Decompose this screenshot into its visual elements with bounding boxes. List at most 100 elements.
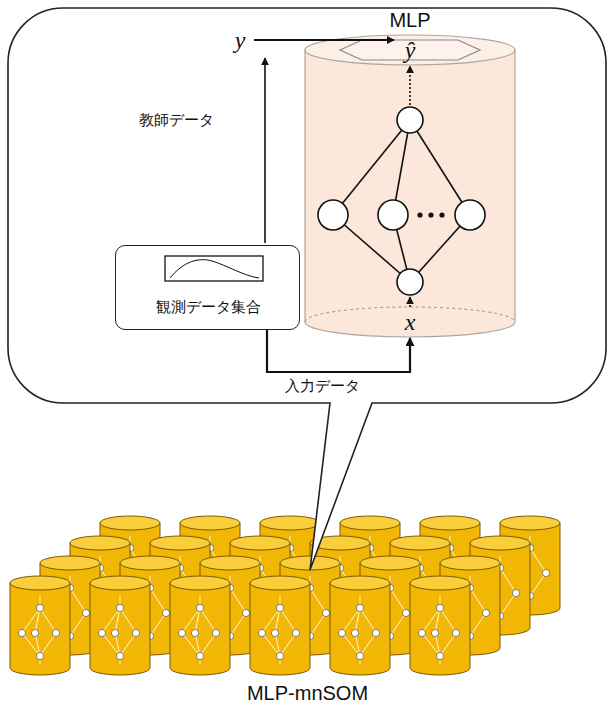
svg-ellipse: [330, 576, 390, 590]
svg-circle: [338, 629, 345, 636]
svg-path: [250, 583, 310, 675]
output-variable: ŷ: [405, 36, 416, 65]
svg-line: [262, 633, 280, 656]
svg-line: [530, 548, 546, 573]
mlp-grid: [10, 516, 560, 675]
svg-ellipse: [500, 516, 560, 530]
speech-bubble: [8, 8, 606, 570]
svg-circle: [455, 200, 485, 230]
svg-ellipse: [70, 536, 130, 550]
svg-line: [262, 608, 280, 633]
svg-line: [200, 660, 201, 665]
svg-ellipse: [40, 556, 100, 570]
svg-line: [310, 588, 326, 613]
svg-circle: [276, 652, 283, 659]
svg-line: [40, 633, 56, 656]
svg-ellipse: [340, 516, 400, 530]
svg-circle: [36, 604, 43, 611]
mlp-cylinder: [305, 35, 515, 337]
mini-mlp: [90, 576, 150, 675]
svg-circle: [271, 629, 278, 636]
svg-line: [254, 39, 394, 41]
svg-line: [230, 613, 246, 636]
svg-line: [422, 633, 440, 656]
input-variable: x: [405, 308, 416, 337]
svg-line: [120, 633, 136, 656]
svg-circle: [196, 652, 203, 659]
svg-ellipse: [410, 576, 470, 590]
svg-line: [422, 608, 440, 633]
svg-path: [170, 260, 259, 278]
svg-circle: [436, 652, 443, 659]
data-plot: [165, 256, 263, 281]
svg-circle: [322, 609, 329, 616]
svg-line: [182, 608, 200, 633]
svg-ellipse: [200, 556, 260, 570]
svg-ellipse: [360, 556, 420, 570]
model-title: MLP: [389, 8, 430, 32]
svg-line: [200, 596, 201, 604]
svg-line: [409, 66, 411, 105]
svg-line: [280, 633, 296, 656]
svg-ellipse: [440, 556, 500, 570]
svg-line: [440, 633, 456, 656]
svg-circle: [356, 604, 363, 611]
svg-circle: [439, 212, 444, 217]
svg-ellipse: [170, 576, 230, 590]
figure-title: MLP-mnSOM: [247, 681, 368, 705]
svg-circle: [512, 589, 519, 596]
svg-line: [500, 593, 516, 616]
svg-ellipse: [120, 556, 180, 570]
mlp-mnsom-grid: MLP-mnSOM: [0, 470, 615, 711]
svg-ellipse: [420, 516, 480, 530]
svg-line: [280, 596, 281, 604]
svg-ellipse: [390, 536, 450, 550]
svg-ellipse: [100, 516, 160, 530]
svg-line: [342, 608, 360, 633]
svg-line: [310, 613, 326, 636]
svg-path: [170, 583, 230, 675]
svg-circle: [98, 629, 105, 636]
svg-ellipse: [250, 576, 310, 590]
input-connector: [267, 330, 410, 372]
teacher-variable: y: [235, 26, 246, 55]
svg-circle: [397, 107, 423, 133]
mini-mlp: [410, 576, 470, 675]
svg-circle: [397, 269, 423, 295]
svg-line: [342, 633, 360, 656]
svg-line: [409, 297, 411, 307]
svg-ellipse: [260, 516, 320, 530]
svg-circle: [482, 609, 489, 616]
svg-line: [390, 588, 406, 613]
svg-line: [70, 588, 86, 613]
svg-circle: [418, 629, 425, 636]
svg-path: [305, 50, 515, 337]
svg-circle: [402, 609, 409, 616]
svg-circle: [31, 629, 38, 636]
svg-line: [470, 588, 486, 613]
svg-circle: [292, 629, 299, 636]
svg-line: [40, 608, 56, 633]
svg-line: [150, 613, 166, 636]
svg-circle: [242, 609, 249, 616]
svg-circle: [196, 604, 203, 611]
mini-mlp: [10, 576, 70, 675]
svg-ellipse: [470, 536, 530, 550]
svg-circle: [378, 200, 408, 230]
svg-line: [390, 613, 406, 636]
svg-circle: [276, 604, 283, 611]
mini-mlp: [330, 576, 390, 675]
svg-ellipse: [230, 536, 290, 550]
svg-line: [70, 613, 86, 636]
mini-mlp: [170, 576, 230, 675]
svg-line: [360, 608, 376, 633]
teacher-label: 教師データ: [139, 111, 214, 129]
edge-label: 入力データ: [285, 377, 360, 395]
svg-circle: [356, 652, 363, 659]
svg-circle: [417, 212, 422, 217]
mini-mlp: [250, 576, 310, 675]
teacher-arrows: [254, 40, 394, 243]
svg-circle: [116, 652, 123, 659]
svg-line: [470, 613, 486, 636]
